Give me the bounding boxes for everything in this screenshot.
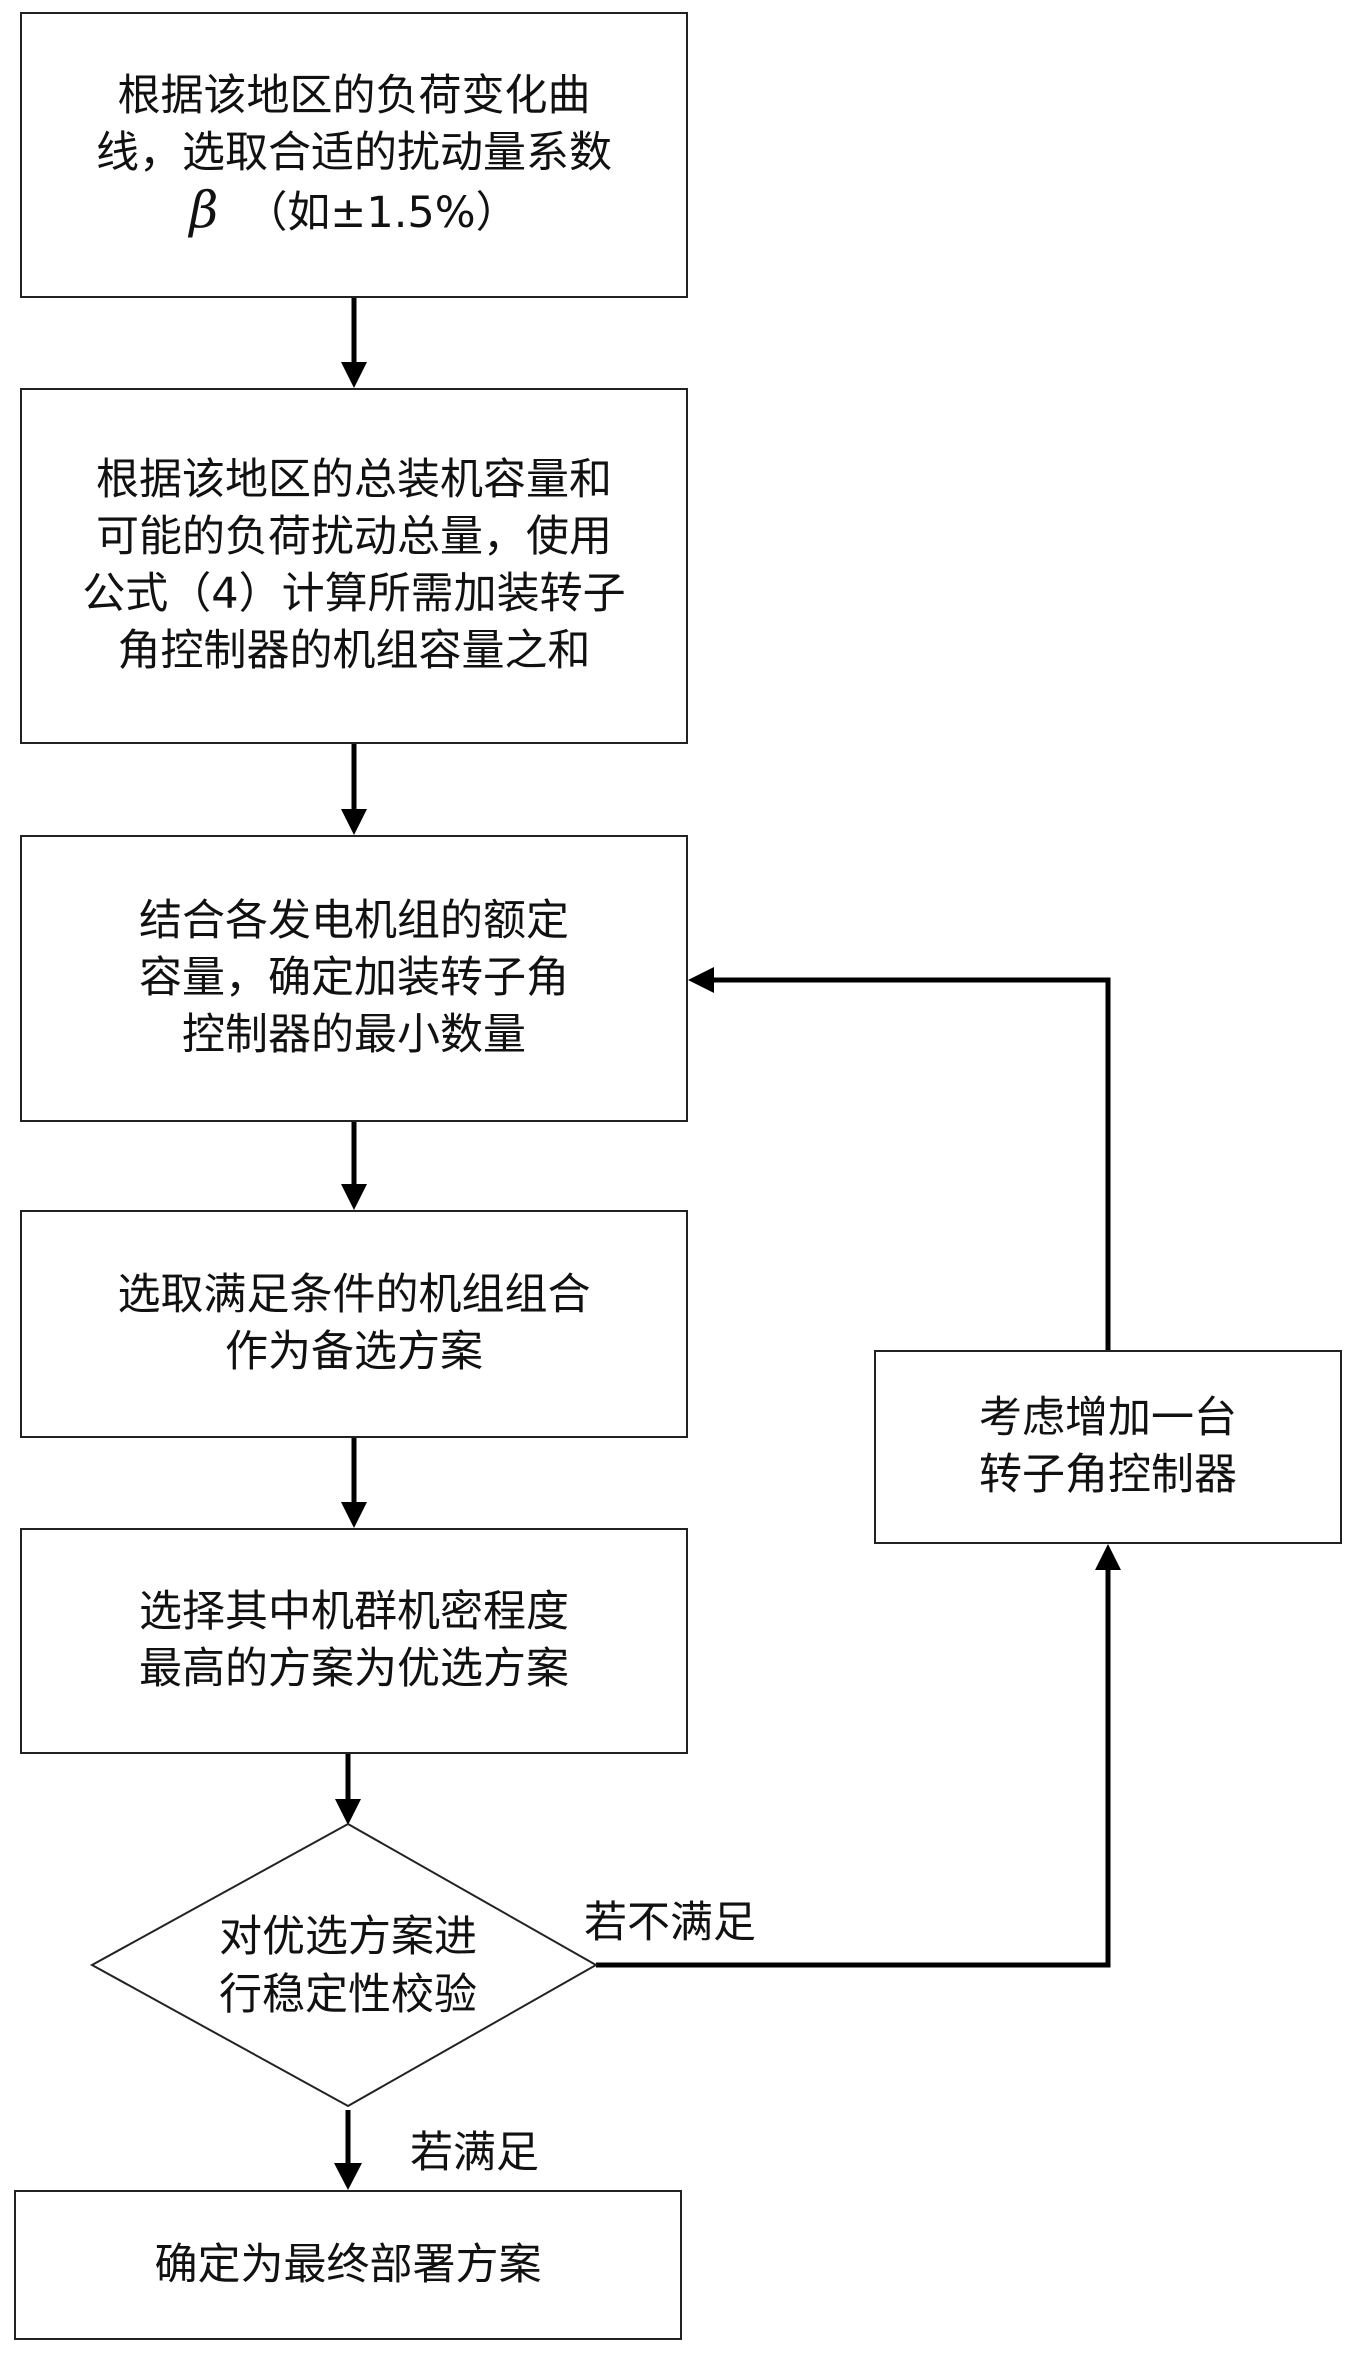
step4-box: 选取满足条件的机组组合 作为备选方案 (20, 1210, 688, 1438)
final-text: 确定为最终部署方案 (155, 2237, 542, 2294)
step4-line: 作为备选方案 (225, 1327, 483, 1377)
beta-symbol: β (189, 181, 219, 239)
step3-line: 结合各发电机组的额定 (139, 896, 569, 946)
step5-line: 选择其中机群机密程度 (139, 1587, 569, 1637)
arrowhead-step3 (341, 809, 367, 835)
step2-line: 可能的负荷扰动总量，使用 (95, 512, 612, 562)
decision-line: 对优选方案进 (219, 1912, 477, 1962)
arrow-decision-to-side (596, 1568, 1111, 1968)
arrow-side-to-step3 (712, 977, 1111, 1350)
step1-line: 线，选取合适的扰动量系数 (96, 128, 612, 178)
step4-line: 选取满足条件的机组组合 (117, 1270, 591, 1320)
step5-box: 选择其中机群机密程度 最高的方案为优选方案 (20, 1528, 688, 1754)
side-box: 考虑增加一台 转子角控制器 (874, 1350, 1342, 1544)
final-box: 确定为最终部署方案 (14, 2190, 682, 2340)
side-text: 考虑增加一台 转子角控制器 (979, 1390, 1237, 1504)
step3-box: 结合各发电机组的额定 容量，确定加装转子角 控制器的最小数量 (20, 835, 688, 1122)
decision-line: 行稳定性校验 (219, 1970, 477, 2020)
step1-line-beta: β （如±1.5%） (96, 182, 612, 242)
step2-line: 角控制器的机组容量之和 (117, 626, 591, 676)
arrowhead-step5 (341, 1502, 367, 1528)
step3-line: 控制器的最小数量 (182, 1010, 526, 1060)
beta-note: （如±1.5%） (244, 188, 519, 238)
arrowhead-step2 (341, 362, 367, 388)
step1-line: 根据该地区的负荷变化曲 (117, 71, 591, 121)
step3-text: 结合各发电机组的额定 容量，确定加装转子角 控制器的最小数量 (139, 893, 569, 1064)
side-line: 转子角控制器 (979, 1450, 1237, 1500)
step1-text: 根据该地区的负荷变化曲 线，选取合适的扰动量系数 β （如±1.5%） (96, 68, 612, 242)
step5-text: 选择其中机群机密程度 最高的方案为优选方案 (139, 1584, 569, 1698)
decision-text: 对优选方案进 行稳定性校验 (138, 1908, 558, 2024)
label-satisfied: 若满足 (410, 2128, 539, 2178)
step2-text: 根据该地区的总装机容量和 可能的负荷扰动总量，使用 公式（4）计算所需加装转子 … (82, 452, 625, 680)
step2-line: 公式（4）计算所需加装转子 (82, 569, 626, 619)
step5-line: 最高的方案为优选方案 (139, 1644, 569, 1694)
side-line: 考虑增加一台 (979, 1393, 1237, 1443)
step2-box: 根据该地区的总装机容量和 可能的负荷扰动总量，使用 公式（4）计算所需加装转子 … (20, 388, 688, 744)
final-line: 确定为最终部署方案 (154, 2239, 542, 2290)
arrowhead-side (1095, 1544, 1121, 1570)
step1-box: 根据该地区的负荷变化曲 线，选取合适的扰动量系数 β （如±1.5%） (20, 12, 688, 298)
step4-text: 选取满足条件的机组组合 作为备选方案 (118, 1267, 591, 1381)
decision-diamond (89, 1822, 599, 2108)
step2-line: 根据该地区的总装机容量和 (95, 455, 612, 505)
label-not-satisfied: 若不满足 (584, 1898, 756, 1948)
arrowhead-step4 (341, 1184, 367, 1210)
arrowhead-decision (335, 1799, 361, 1825)
step3-line: 容量，确定加装转子角 (139, 953, 569, 1003)
arrowhead-step3-loop (688, 967, 714, 993)
arrowhead-final (334, 2163, 362, 2190)
